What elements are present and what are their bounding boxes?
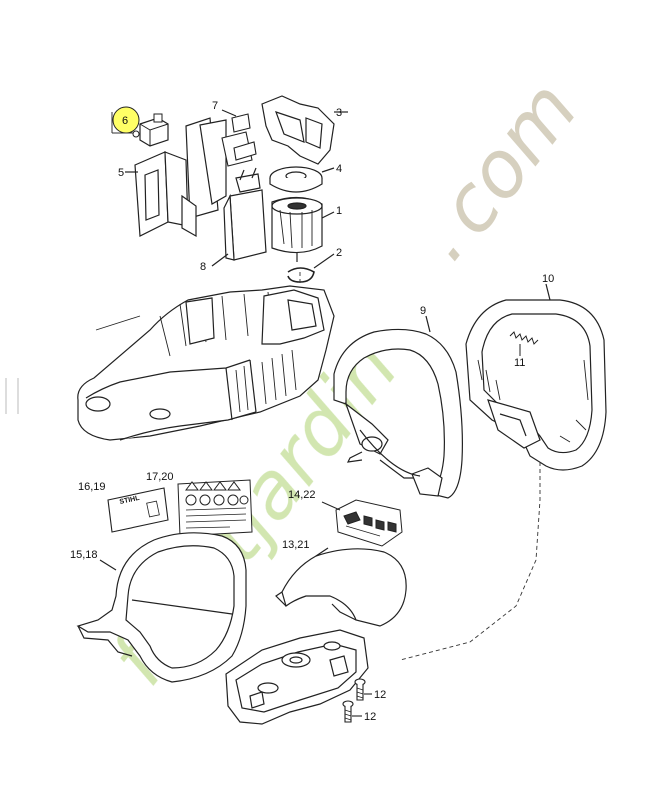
part-5-housing[interactable]: 5 (118, 117, 227, 238)
part-9-front-handle[interactable]: 9 (333, 305, 463, 499)
callout-12-lower: 12 (364, 711, 376, 723)
screw-upper[interactable]: 12 (354, 678, 386, 701)
callout-17-20: 17,20 (146, 471, 174, 483)
part-8-board[interactable]: 8 (200, 167, 267, 273)
callout-10: 10 (542, 273, 554, 285)
callout-1: 1 (336, 205, 342, 217)
callout-14-22: 14,22 (288, 489, 316, 501)
part-10-rear-handle[interactable]: 10 (465, 273, 607, 471)
callout-11: 11 (514, 357, 525, 369)
callout-15-18: 15,18 (70, 549, 98, 561)
callout-6: 6 (122, 115, 128, 127)
part-13-21-guard[interactable]: 13,21 (275, 539, 407, 627)
part-4-bearing[interactable]: 4 (269, 163, 342, 193)
callout-8: 8 (200, 261, 206, 273)
screw-lower[interactable]: 12 (342, 700, 376, 723)
main-housing[interactable] (77, 285, 335, 441)
part-1-motor[interactable]: 1 (271, 196, 342, 262)
callout-7: 7 (212, 100, 218, 112)
part-14-22-label[interactable]: 14,22 (288, 489, 403, 547)
part-3-cover[interactable]: 3 (261, 95, 348, 165)
assembly-lines (299, 272, 541, 661)
stihl-brand-text: STIHL (119, 495, 141, 506)
callout-9: 9 (420, 305, 426, 317)
edge-marks (5, 378, 19, 414)
callout-16-19: 16,19 (78, 481, 106, 493)
callout-4: 4 (336, 163, 342, 175)
part-12-screws[interactable]: 12 12 (342, 678, 386, 723)
watermark-com: com (422, 65, 595, 252)
part-16-19-label[interactable]: STIHL 16,19 (78, 481, 169, 533)
callout-5: 5 (118, 167, 124, 179)
part-7-connector[interactable]: 7 (212, 100, 257, 167)
part-17-20-warning-label[interactable]: 17,20 (146, 471, 253, 537)
callout-3: 3 (336, 107, 342, 119)
part-11-spring[interactable]: 11 (509, 331, 539, 369)
callout-2: 2 (336, 247, 342, 259)
part-6-switch[interactable]: 6 (111, 106, 169, 147)
part-2-circlip[interactable]: 2 (287, 247, 342, 283)
gearbox-base[interactable] (225, 629, 369, 725)
callout-12-upper: 12 (374, 689, 386, 701)
part-15-18-shell[interactable]: 15,18 (70, 532, 247, 683)
callout-13-21: 13,21 (282, 539, 310, 551)
